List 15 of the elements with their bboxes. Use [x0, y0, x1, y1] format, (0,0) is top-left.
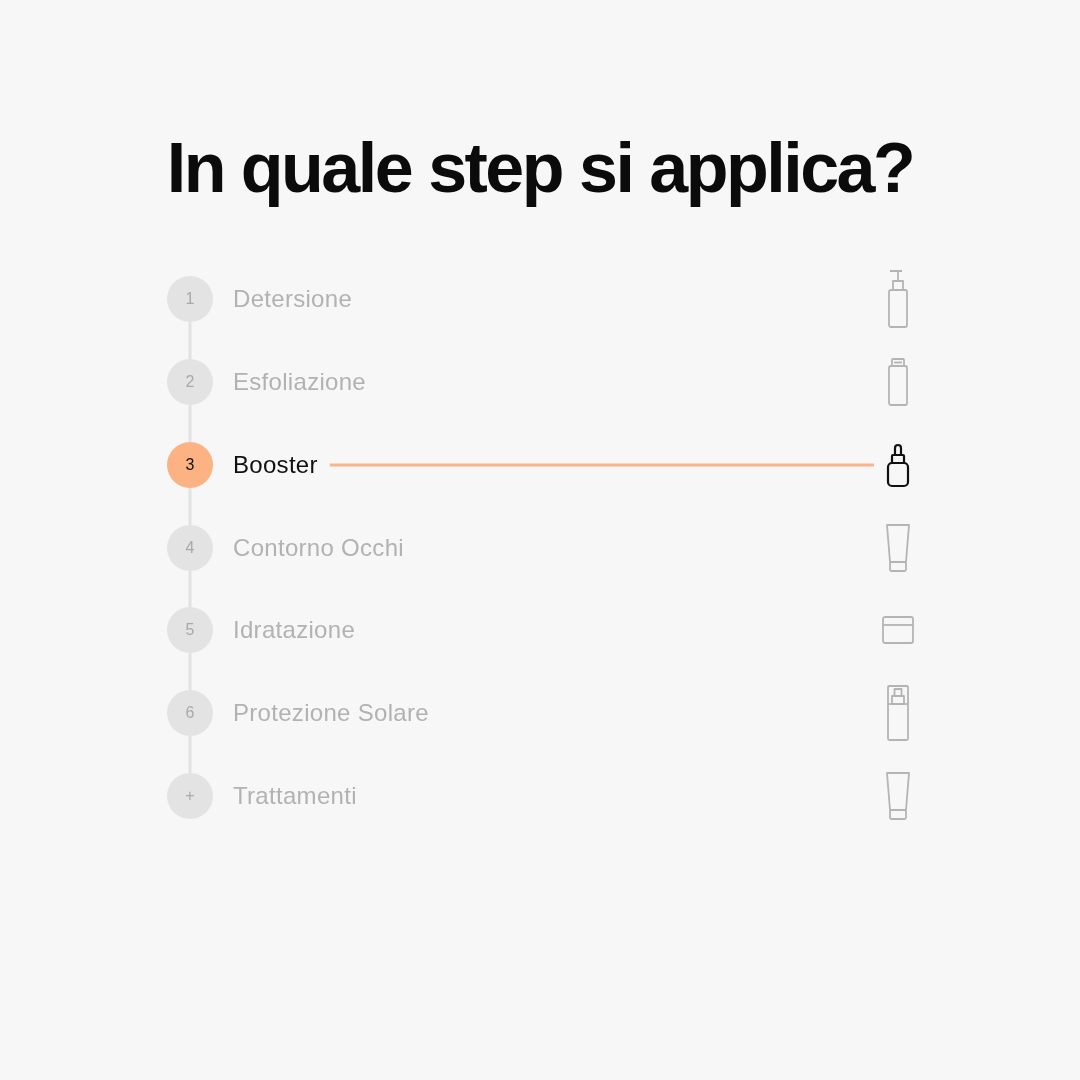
number-circle: 5 [167, 607, 213, 653]
number-circle: 1 [167, 276, 213, 322]
step-label: Esfoliazione [233, 368, 366, 396]
step-label: Idratazione [233, 616, 356, 644]
step-label: Detersione [233, 285, 353, 313]
number-circle: 4 [167, 525, 213, 571]
connector-line [329, 463, 874, 467]
step-label: Protezione Solare [233, 699, 429, 727]
number-circle: 3 [167, 442, 213, 488]
step-label: Contorno Occhi [233, 534, 404, 562]
step-label: Booster [233, 451, 318, 479]
number-circle: 6 [167, 690, 213, 736]
number-circle: 2 [167, 359, 213, 405]
number-circle: + [167, 773, 213, 819]
step-label: Trattamenti [233, 782, 357, 810]
